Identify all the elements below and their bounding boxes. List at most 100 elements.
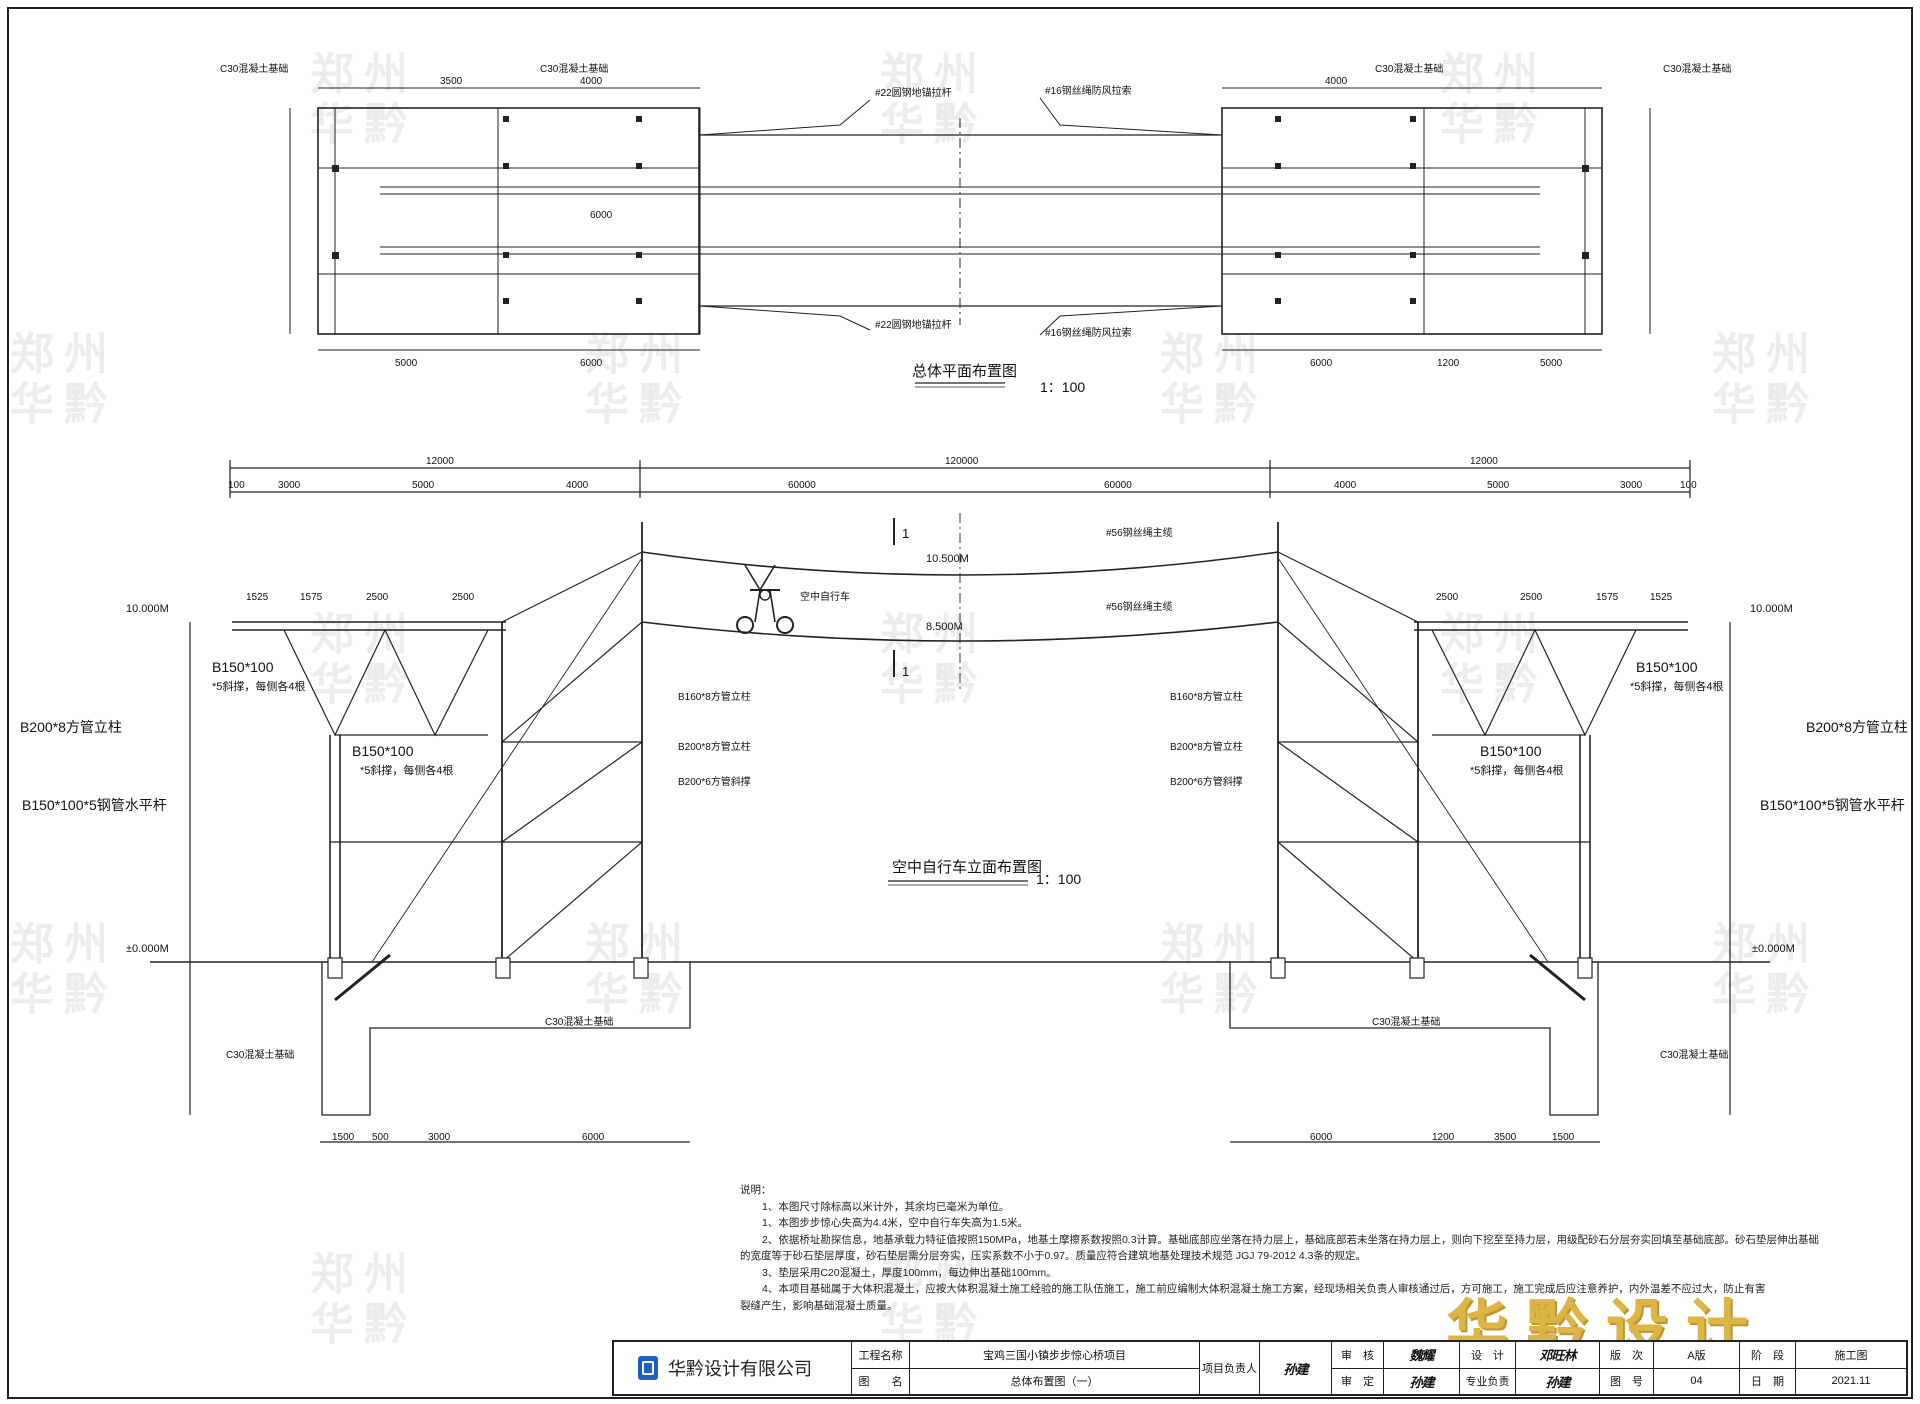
elev-plat-right-4: 1525 <box>1650 592 1673 603</box>
elev-plat-right-3: 1575 <box>1596 592 1619 603</box>
label-b150-right-a: B150*100 <box>1636 659 1698 675</box>
elev-plat-left-1: 1525 <box>246 592 269 603</box>
elev-dim-right-4: 100 <box>1680 480 1697 491</box>
label-b150-inner-left-a: B150*100 <box>352 743 414 759</box>
plan-title: 总体平面布置图 <box>912 363 1017 380</box>
elev-dim-right-2: 5000 <box>1487 480 1510 491</box>
notes-line: 说明： <box>740 1184 772 1196</box>
foot-dim-left-4: 6000 <box>582 1132 605 1143</box>
elev-dim-mid-2: 60000 <box>1104 480 1132 491</box>
version-label: 版 次 <box>1610 1349 1643 1362</box>
label-b150-right-b: *5斜撑，每侧各4根 <box>1630 679 1724 693</box>
date-value: 2021.11 <box>1796 1367 1906 1395</box>
plan-view <box>289 87 1651 388</box>
title-block: 华黔设计有限公司 工程名称 图 名 宝鸡三国小镇步步惊心桥项目 总体布置图（一）… <box>612 1340 1908 1396</box>
bike-label: 空中自行车 <box>800 590 850 603</box>
elev-zero-left: ±0.000M <box>126 943 169 955</box>
drawing-name: 总体布置图（一） <box>910 1367 1199 1395</box>
notes-line: 的宽度等于砂石垫层厚度，砂石垫层需分层夯实，压实系数不小于0.97。质量应符合建… <box>740 1250 1366 1262</box>
label-b150-inner-left-b: *5斜撑，每侧各4根 <box>360 763 454 777</box>
phase-value: 施工图 <box>1834 1349 1868 1362</box>
foot-dim-right-1: 6000 <box>1310 1132 1333 1143</box>
label-c30-left-b: C30混凝土基础 <box>226 1048 294 1061</box>
plan-c30-label-left: C30混凝土基础 <box>220 62 288 75</box>
design-label: 设 计 <box>1471 1349 1504 1362</box>
elev-dim-left-3: 5000 <box>412 480 435 491</box>
approve-signature: 孙建 <box>1384 1367 1459 1395</box>
plan-dim-bottom-left-1: 5000 <box>395 358 418 369</box>
section-mark-bottom: 1 <box>902 664 909 679</box>
elev-plat-left-3: 2500 <box>366 592 389 603</box>
sheet-number: 04 <box>1654 1367 1739 1395</box>
plan-c30-label-far: C30混凝土基础 <box>1663 62 1731 75</box>
elevation-view <box>150 460 1770 1143</box>
foot-dim-right-2: 1200 <box>1432 1132 1455 1143</box>
plan-wire-label-bottom: #16钢丝绳防风拉索 <box>1045 326 1132 339</box>
elev-span-left: 12000 <box>426 456 454 467</box>
company-logo-area: 华黔设计有限公司 <box>614 1342 852 1394</box>
label-b160-right: B160*8方管立柱 <box>1170 690 1243 703</box>
project-name-label: 工程名称 <box>858 1349 903 1362</box>
company-logo-icon <box>638 1356 658 1380</box>
elev-zero-right: ±0.000M <box>1752 943 1795 955</box>
elev-plat-left-4: 2500 <box>452 592 475 603</box>
specialty-signature: 孙建 <box>1516 1367 1599 1395</box>
project-lead-signature: 孙建 <box>1283 1362 1308 1378</box>
foot-dim-right-4: 1500 <box>1552 1132 1575 1143</box>
cable-upper-label: #56钢丝绳主缆 <box>1106 526 1173 539</box>
elev-dim-right-1: 4000 <box>1334 480 1357 491</box>
plan-dim-center: 6000 <box>590 210 613 221</box>
foot-dim-left-3: 3000 <box>428 1132 451 1143</box>
plan-dim-bottom-right-3: 5000 <box>1540 358 1563 369</box>
plan-dim-top-left: 4000 <box>580 76 603 87</box>
plan-anchor-label-top: #22圆钢地锚拉杆 <box>875 86 952 99</box>
project-name: 宝鸡三国小镇步步惊心桥项目 <box>983 1349 1126 1362</box>
label-b150-left-b: *5斜撑，每侧各4根 <box>212 679 306 693</box>
plan-dim-top-right: 4000 <box>1325 76 1348 87</box>
elev-dim-mid-1: 60000 <box>788 480 816 491</box>
plan-c30-label-right: C30混凝土基础 <box>1375 62 1443 75</box>
label-b200-8-left: B200*8方管立柱 <box>678 740 751 753</box>
elev-dim-right-3: 3000 <box>1620 480 1643 491</box>
elev-top-left: 10.000M <box>126 603 169 615</box>
foot-dim-right-3: 3500 <box>1494 1132 1517 1143</box>
plan-c30-label-mid: C30混凝土基础 <box>540 62 608 75</box>
notes-line: 2、依据桥址勘探信息，地基承载力特征值按照150MPa，地基土摩擦系数按照0.3… <box>762 1233 1820 1246</box>
sheet-border <box>7 7 1913 1399</box>
label-b200-6-left: B200*6方管斜撑 <box>678 775 751 788</box>
elev-dim-left-1: 100 <box>228 480 245 491</box>
foot-dim-left-1: 1500 <box>332 1132 355 1143</box>
elev-top-right: 10.000M <box>1750 603 1793 615</box>
label-b150-inner-right-a: B150*100 <box>1480 743 1542 759</box>
approve-label: 审 定 <box>1332 1367 1383 1395</box>
elevation-title: 空中自行车立面布置图 <box>892 859 1042 876</box>
company-name: 华黔设计有限公司 <box>668 1359 812 1379</box>
plan-scale: 1：100 <box>1040 379 1085 395</box>
project-lead-label: 项目负责人 <box>1202 1363 1257 1375</box>
label-b200-6-right: B200*6方管斜撑 <box>1170 775 1243 788</box>
design-notes: 说明： 1、本图尺寸除标高以米计外，其余均已毫米为单位。 1、本图步步惊心失高为… <box>740 1182 1820 1314</box>
plan-wire-label-top: #16钢丝绳防风拉索 <box>1045 84 1132 97</box>
label-c30-left-a: C30混凝土基础 <box>545 1015 613 1028</box>
review-label: 审 核 <box>1341 1349 1374 1362</box>
notes-line: 4、本项目基础属于大体积混凝土，应按大体积混凝土施工经验的施工队伍施工，施工前应… <box>762 1283 1766 1295</box>
label-b200-8-right: B200*8方管立柱 <box>1170 740 1243 753</box>
specialty-label: 专业负责 <box>1460 1367 1515 1395</box>
label-b200-col-right: B200*8方管立柱 <box>1806 719 1908 735</box>
sheet-label: 图 号 <box>1600 1367 1653 1395</box>
design-signature: 邓旺林 <box>1539 1349 1576 1365</box>
plan-dim-bottom-right-2: 1200 <box>1437 358 1460 369</box>
elev-cable-upper: 10.500M <box>926 553 969 565</box>
label-b200-col-left: B200*8方管立柱 <box>20 719 122 735</box>
section-mark-top: 1 <box>902 526 909 541</box>
label-c30-right-b: C30混凝土基础 <box>1660 1048 1728 1061</box>
plan-left-block <box>497 107 701 335</box>
elev-plat-right-1: 2500 <box>1436 592 1459 603</box>
label-b150-left-a: B150*100 <box>212 659 274 675</box>
review-signature: 魏耀 <box>1409 1349 1434 1365</box>
version-value: A版 <box>1687 1349 1706 1362</box>
elev-cable-lower: 8.500M <box>926 621 963 633</box>
label-c30-right-a: C30混凝土基础 <box>1372 1015 1440 1028</box>
elev-dim-left-4: 4000 <box>566 480 589 491</box>
